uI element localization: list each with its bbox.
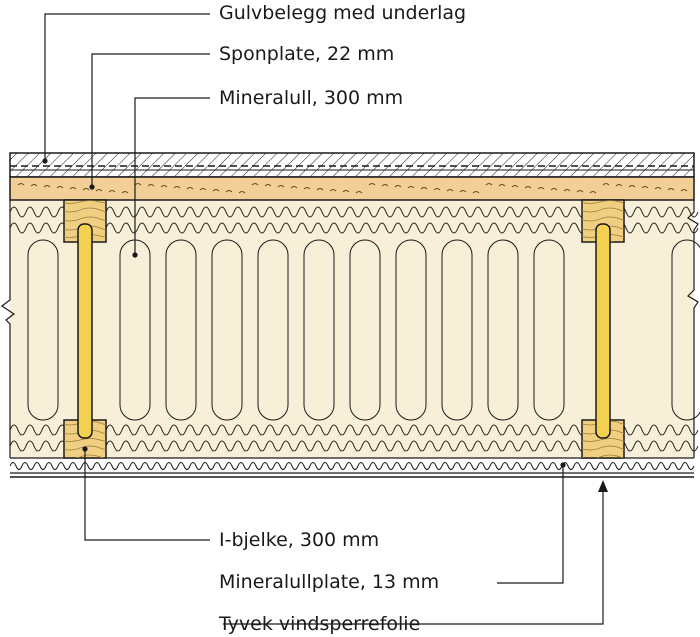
label-i-joist: I-bjelke, 300 mm: [219, 529, 380, 551]
leader-endpoints: [42, 158, 608, 492]
i-joist-left: [63, 199, 107, 459]
leader-lines: [44, 13, 604, 625]
mineral-wool-board-layer: [9, 457, 695, 478]
label-wind-barrier: Tyvek vindsperrefolie: [219, 613, 421, 635]
label-mineral-wool-board: Mineralullplate, 13 mm: [219, 571, 440, 593]
arrow-head-icon: [598, 480, 608, 492]
label-mineral-wool: Mineralull, 300 mm: [219, 87, 404, 109]
label-floor-covering: Gulvbelegg med underlag: [219, 2, 467, 24]
i-joist-right: [581, 199, 625, 459]
label-chipboard: Sponplate, 22 mm: [219, 43, 395, 65]
floor-covering-layer: [9, 152, 695, 178]
break-marks: [0, 200, 699, 458]
chipboard-layer: [9, 176, 695, 201]
